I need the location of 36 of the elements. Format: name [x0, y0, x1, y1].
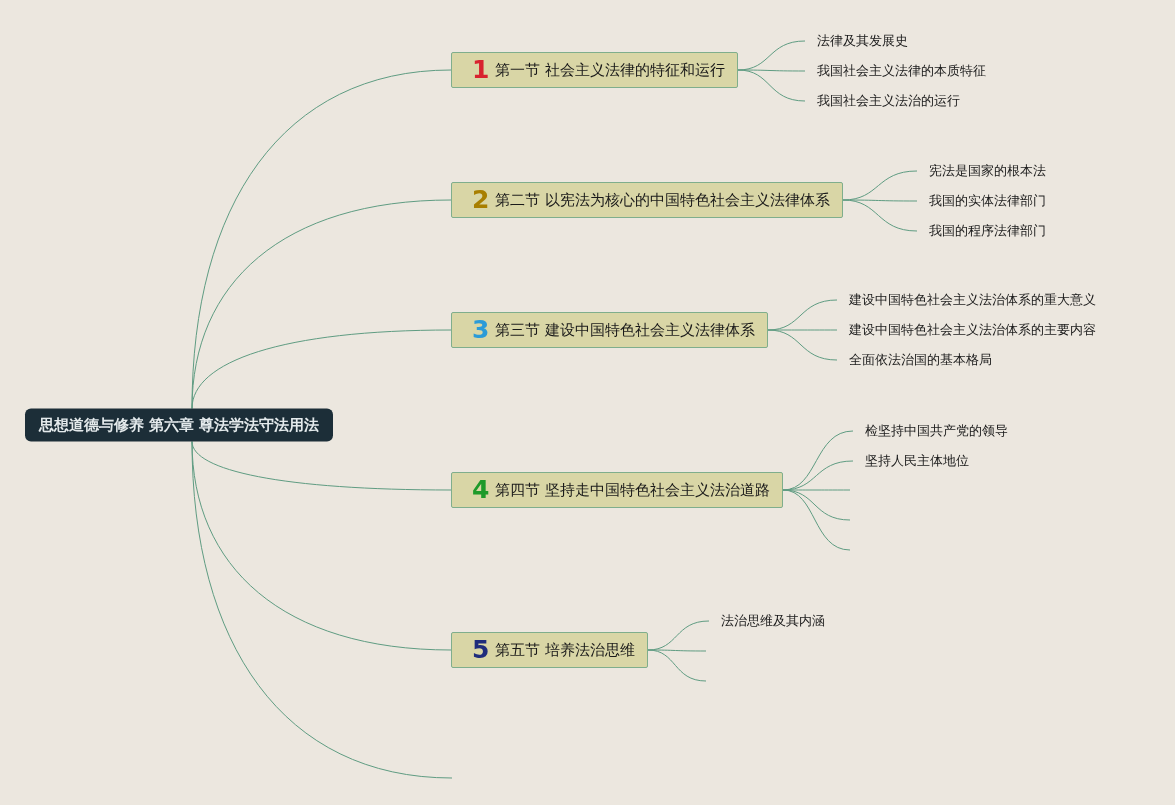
topic-box — [451, 52, 738, 88]
branch-line — [647, 649, 707, 682]
root-topic: 思想道德与修养 第六章 尊法学法守法用法 — [25, 408, 334, 442]
topic-title: 第三节 建设中国特色社会主义法律体系 — [495, 320, 755, 340]
subtopic-text: 法律及其发展史 — [805, 31, 908, 51]
branch-line — [191, 199, 452, 409]
topic-title: 第四节 坚持走中国特色社会主义法治道路 — [495, 480, 770, 500]
subtopic-text: 坚持人民主体地位 — [853, 451, 969, 471]
subtopic-text: 建设中国特色社会主义法治体系的重大意义 — [837, 290, 1096, 310]
subtopic-text: 全面依法治国的基本格局 — [837, 350, 992, 370]
section-number: 1 — [472, 55, 490, 85]
branch-line — [842, 199, 918, 232]
subtopic-text: 我国的实体法律部门 — [917, 191, 1046, 211]
subtopic-text: 我国的程序法律部门 — [917, 221, 1046, 241]
topic-box — [451, 312, 768, 348]
topic-box — [451, 472, 783, 508]
branch-line — [191, 441, 453, 779]
branch-line — [767, 329, 838, 361]
branch-line — [782, 489, 851, 551]
section-number: 3 — [472, 315, 490, 345]
subtopic-text: 建设中国特色社会主义法治体系的主要内容 — [837, 320, 1096, 340]
topic-title: 第一节 社会主义法律的特征和运行 — [495, 60, 725, 80]
branch-line — [191, 329, 452, 409]
topic-box — [451, 182, 843, 218]
branch-line — [737, 69, 806, 102]
section-number: 4 — [472, 475, 490, 505]
subtopic-text: 检坚持中国共产党的领导 — [853, 421, 1008, 441]
subtopic-text: 我国社会主义法律的本质特征 — [805, 61, 986, 81]
subtopic-text: 法治思维及其内涵 — [709, 611, 825, 631]
section-number: 2 — [472, 185, 490, 215]
topic-box — [451, 632, 648, 668]
subtopic-text: 我国社会主义法治的运行 — [805, 91, 960, 111]
section-number: 5 — [472, 635, 490, 665]
topic-title: 第二节 以宪法为核心的中国特色社会主义法律体系 — [495, 190, 830, 210]
subtopic-text: 宪法是国家的根本法 — [917, 161, 1046, 181]
topic-title: 第五节 培养法治思维 — [495, 640, 635, 660]
